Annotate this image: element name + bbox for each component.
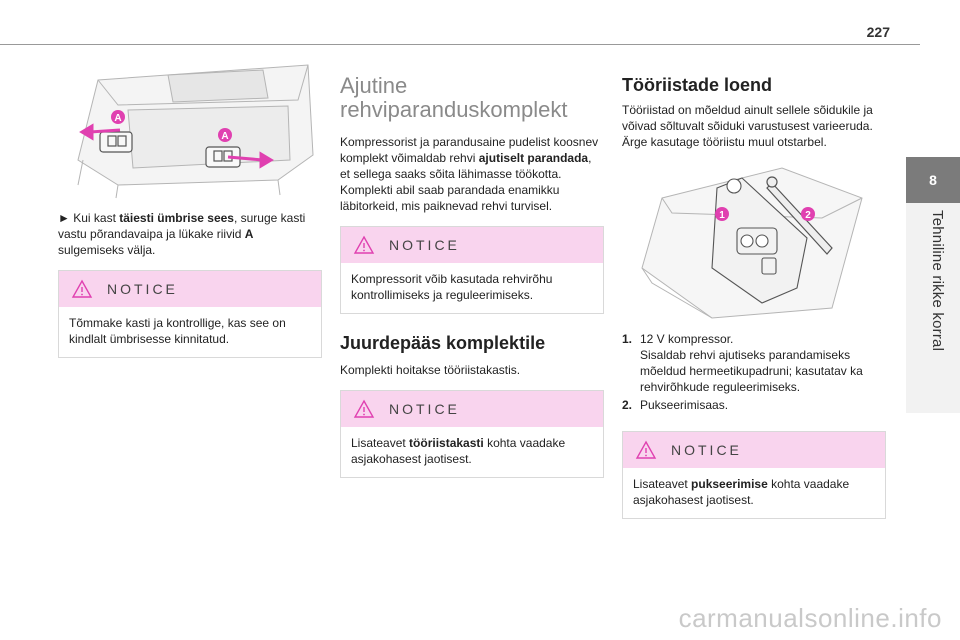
notice-text: Tõmmake kasti ja kontrollige, kas see on… — [69, 316, 286, 346]
list-item: 2. Pukseerimisaas. — [622, 398, 729, 412]
column-1: A A ► Kui kast täiesti ümbrise sees, sur… — [58, 60, 322, 358]
step-instruction: ► Kui kast täiesti ümbrise sees, suruge … — [58, 211, 306, 257]
notice-title: NOTICE — [671, 442, 742, 458]
warning-icon — [635, 440, 657, 459]
notice-box: NOTICE Kompressorit võib kasutada rehvir… — [340, 226, 604, 314]
tools-intro: Tööriistad on mõeldud ainult sellele sõi… — [622, 103, 873, 149]
figure-label-a1: A — [114, 113, 121, 124]
notice-header: NOTICE — [59, 271, 321, 307]
top-divider — [0, 44, 920, 45]
chapter-tab[interactable]: 8 — [906, 157, 960, 203]
notice-text: Lisateavet tööriistakasti kohta vaadake … — [351, 436, 566, 466]
notice-header: NOTICE — [341, 227, 603, 263]
figure-label-2: 2 — [805, 210, 811, 221]
page-number: 227 — [866, 24, 890, 40]
chapter-strip — [906, 203, 960, 413]
repair-kit-intro: Kompressorist ja parandusaine pudelist k… — [340, 135, 599, 213]
access-text: Komplekti hoitakse tööriistakastis. — [340, 363, 521, 377]
figure-label-a2: A — [221, 131, 228, 142]
watermark: carmanualsonline.info — [678, 603, 942, 633]
list-item: 1. 12 V kompressor.Sisaldab rehvi ajutis… — [622, 332, 863, 394]
tool-list-figure: 1 2 — [641, 167, 863, 319]
notice-text: Lisateavet pukseerimise kohta vaadake as… — [633, 477, 850, 507]
notice-box: NOTICE Tõmmake kasti ja kontrollige, kas… — [58, 270, 322, 358]
tool-box-latch-figure: A A — [77, 64, 314, 199]
section-title-tools: Tööriistade loend — [622, 75, 773, 95]
chapter-title: Tehniline rikke korral — [929, 210, 946, 352]
notice-title: NOTICE — [389, 401, 460, 417]
notice-text: Kompressorit võib kasutada rehvirõhu kon… — [351, 272, 553, 302]
notice-box: NOTICE Lisateavet pukseerimise kohta vaa… — [622, 431, 886, 519]
notice-box: NOTICE Lisateavet tööriistakasti kohta v… — [340, 390, 604, 478]
chapter-number: 8 — [929, 172, 937, 188]
warning-icon — [353, 235, 375, 254]
notice-title: NOTICE — [107, 281, 178, 297]
section-title-access: Juurdepääs komplektile — [340, 333, 546, 353]
tool-list: 1. 12 V kompressor.Sisaldab rehvi ajutis… — [622, 331, 886, 413]
notice-title: NOTICE — [389, 237, 460, 253]
column-3: Tööriistade loend Tööriistad on mõeldud … — [622, 74, 886, 519]
warning-icon — [71, 279, 93, 298]
warning-icon — [353, 399, 375, 418]
notice-header: NOTICE — [623, 432, 885, 468]
figure-label-1: 1 — [719, 210, 725, 221]
notice-header: NOTICE — [341, 391, 603, 427]
